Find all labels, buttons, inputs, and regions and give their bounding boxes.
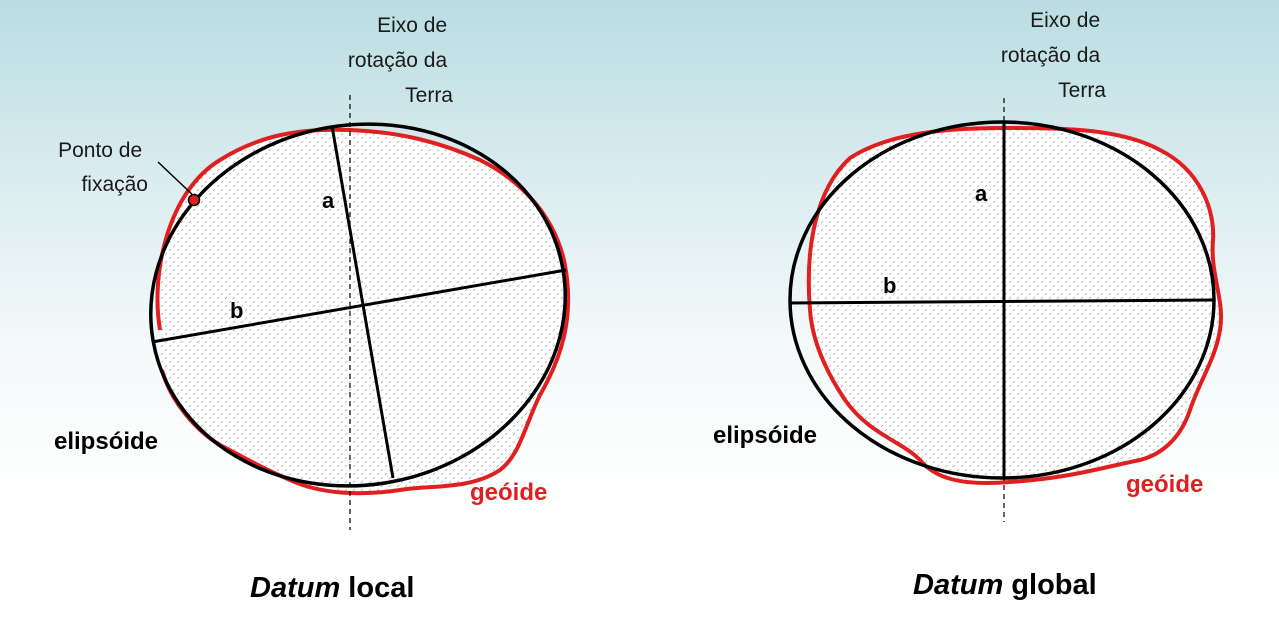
global-caption-rest: global <box>1003 569 1096 601</box>
local-axis-label-line1: Eixo de <box>377 14 447 37</box>
local-caption: Datum local <box>250 572 414 604</box>
local-ellipsoid-label: elipsóide <box>54 428 158 455</box>
local-axis-label-line2: rotação da <box>348 49 448 72</box>
global-caption-italic: Datum <box>913 569 1003 601</box>
global-geoid-fill <box>808 128 1222 484</box>
global-ellipsoid-label: elipsóide <box>713 422 817 449</box>
global-label-a: a <box>975 181 988 206</box>
local-axis-label: Eixo de rotação da Terra <box>348 14 453 107</box>
global-datum: Eixo de rotação da Terra a b elipsóide g… <box>713 9 1223 601</box>
global-axis-label-line3: Terra <box>1058 79 1106 102</box>
global-axis-label: Eixo de rotação da Terra <box>1001 9 1106 102</box>
global-semi-major-axis <box>789 298 1215 305</box>
local-label-b: b <box>230 298 243 323</box>
fixation-leader-line <box>157 161 197 199</box>
local-axis-label-line3: Terra <box>405 84 453 107</box>
global-label-b: b <box>883 273 896 298</box>
global-axis-label-line1: Eixo de <box>1030 9 1100 32</box>
local-caption-italic: Datum <box>250 572 340 604</box>
local-semi-minor-axis <box>330 125 395 479</box>
local-caption-rest: local <box>340 572 414 604</box>
global-axis-label-line2: rotação da <box>1001 44 1101 67</box>
local-semi-major-axis <box>151 268 567 344</box>
local-geoid-label: geóide <box>470 479 547 506</box>
global-geoid-label: geóide <box>1126 471 1203 498</box>
global-caption: Datum global <box>913 569 1097 601</box>
fixation-point-marker <box>187 193 201 207</box>
local-label-a: a <box>322 188 335 213</box>
fixation-point-label: Ponto de fixação <box>58 139 148 196</box>
fixation-label-line2: fixação <box>81 173 148 196</box>
local-datum: Eixo de rotação da Terra Ponto de fixaçã… <box>54 14 571 604</box>
fixation-label-line1: Ponto de <box>58 139 142 162</box>
